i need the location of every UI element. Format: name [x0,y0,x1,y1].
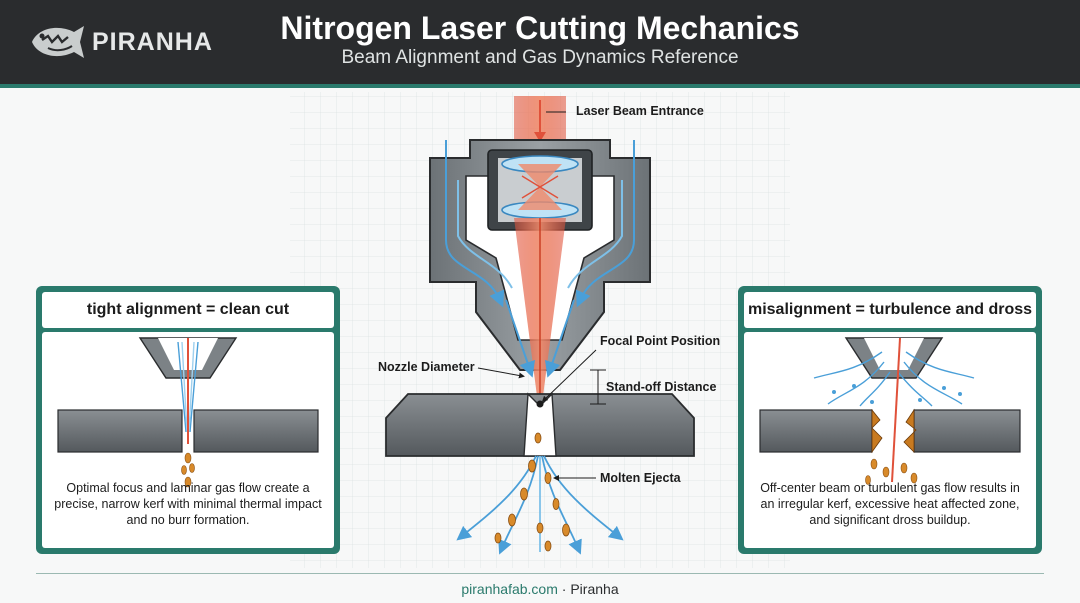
label-laser-beam-entrance: Laser Beam Entrance [576,104,704,118]
page-subtitle: Beam Alignment and Gas Dynamics Referenc… [341,47,739,68]
dross-illustration [759,337,1021,485]
label-stand-off-distance: Stand-off Distance [606,380,717,394]
footer-divider [36,573,1044,574]
nozzle-diagram [290,92,790,568]
label-molten-ejecta: Molten Ejecta [600,471,681,485]
piranha-fish-icon [32,26,84,58]
footer-site-link[interactable]: piranhafab.com [461,581,558,597]
header-accent-stripe [0,84,1080,88]
clean-cut-illustration [57,337,319,488]
panel-misalignment: misalignment = turbulence and dross [738,286,1042,554]
label-nozzle-diameter: Nozzle Diameter [378,360,475,374]
panel-body: Optimal focus and laminar gas flow creat… [42,332,334,548]
page-title: Nitrogen Laser Cutting Mechanics [280,10,800,46]
brand-logo[interactable]: PIRANHA [28,20,248,64]
panel-description: Off-center beam or turbulent gas flow re… [760,481,1020,527]
panel-title: tight alignment = clean cut [42,292,334,328]
footer-brand: Piranha [570,581,619,597]
label-focal-point-position: Focal Point Position [600,334,721,348]
panel-tight-alignment: tight alignment = clean cut Optimal focu… [36,286,340,554]
gas-flow-lines [445,140,635,378]
footer-separator: · [557,581,571,597]
footer: piranhafab.com · Piranha [0,581,1080,597]
focal-point-marker [536,400,544,408]
molten-droplets [494,432,570,552]
panel-title: misalignment = turbulence and dross [744,292,1036,328]
brand-name: PIRANHA [92,28,213,56]
panel-body: Off-center beam or turbulent gas flow re… [744,332,1036,548]
panel-description: Optimal focus and laminar gas flow creat… [54,481,322,527]
header-bar: PIRANHA Nitrogen Laser Cutting Mechanics… [0,0,1080,84]
